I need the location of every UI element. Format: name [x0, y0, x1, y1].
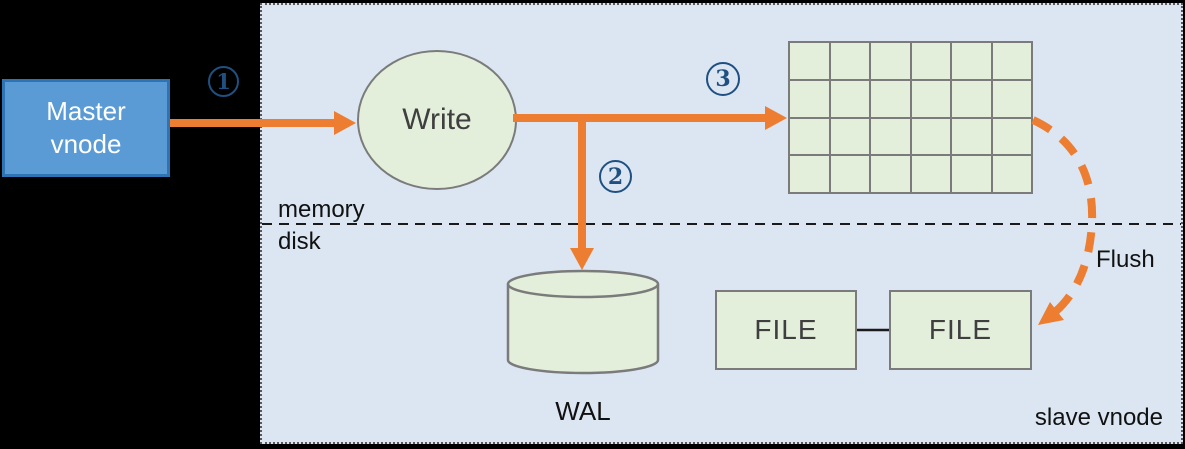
file-box-left-label: FILE	[754, 314, 818, 345]
memory-table	[788, 41, 1033, 194]
memory-table-cell	[992, 43, 1031, 79]
memory-table-cell	[952, 43, 991, 79]
master-vnode-label-line1: Master	[46, 96, 126, 126]
write-node-label: Write	[402, 103, 472, 136]
memory-table-cell	[992, 118, 1031, 155]
step-2-badge: 2	[599, 160, 632, 193]
slave-vnode-label: slave vnode	[1034, 404, 1163, 431]
memory-table-cell	[911, 43, 950, 79]
memory-table-cell	[830, 118, 869, 155]
step-2-number: 2	[607, 163, 624, 190]
memory-table-cell	[830, 80, 869, 117]
memory-table-cell	[992, 80, 1031, 117]
step-1-number: 1	[216, 69, 231, 94]
memory-table-cell	[790, 118, 829, 155]
memory-zone-label: memory	[278, 196, 365, 223]
write-node: Write	[357, 50, 517, 190]
memory-table-cell	[871, 43, 910, 79]
memory-table-cell	[911, 118, 950, 155]
flush-label: Flush	[1096, 246, 1155, 273]
master-vnode-label-line2: vnode	[50, 129, 122, 159]
memory-table-cell	[952, 156, 991, 192]
memory-table-cell	[830, 156, 869, 192]
wal-label: WAL	[555, 396, 611, 426]
memory-table-cell	[911, 80, 950, 117]
master-vnode-box: Master vnode	[2, 79, 170, 177]
file-box-left: FILE	[715, 290, 857, 370]
memory-table-cell	[790, 43, 829, 79]
step-3-number: 3	[715, 66, 731, 92]
memory-table-cell	[790, 80, 829, 117]
memory-table-cell	[871, 156, 910, 192]
memory-table-cell	[871, 80, 910, 117]
file-box-right: FILE	[889, 290, 1032, 370]
step-1-badge: 1	[208, 66, 239, 97]
disk-zone-label: disk	[278, 228, 321, 255]
step-3-badge: 3	[706, 62, 740, 96]
memory-table-cell	[952, 80, 991, 117]
memory-table-cell	[911, 156, 950, 192]
memory-table-cell	[871, 118, 910, 155]
memory-table-cell	[992, 156, 1031, 192]
memory-table-cell	[952, 118, 991, 155]
memory-table-cell	[830, 43, 869, 79]
memory-table-cell	[790, 156, 829, 192]
file-box-right-label: FILE	[928, 314, 993, 345]
